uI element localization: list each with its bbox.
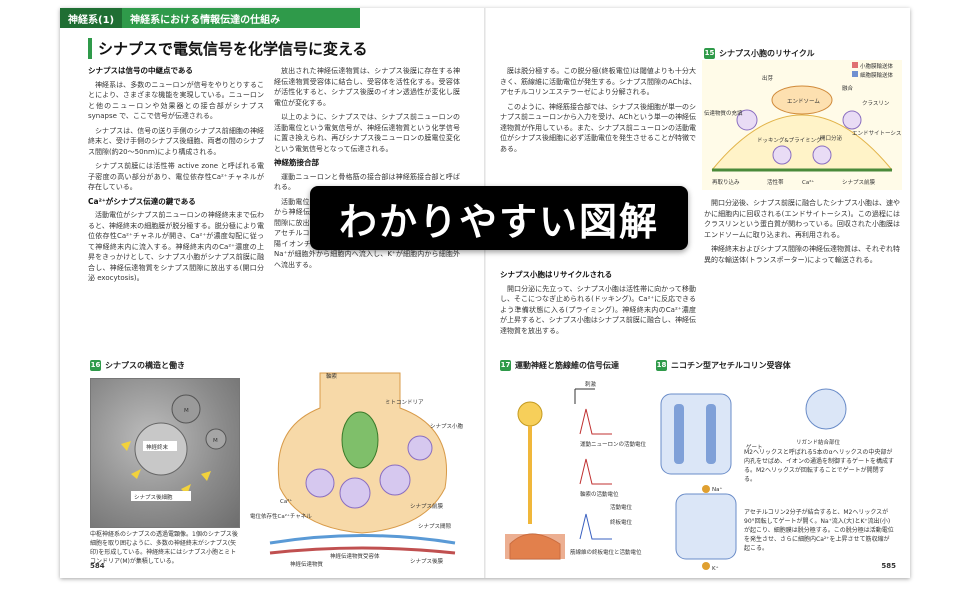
right-column-1: 膜は脱分極する。この脱分極(終板電位)は閾値よりも十分大きく、筋線維に活動電位が… [500,66,696,158]
figure-number: 16 [90,360,101,371]
diagram-label: 電位依存性Ca²⁺チャネル [250,512,312,520]
micro-label: M [213,438,218,444]
paragraph: 運動ニューロンと骨格筋の接合部は神経筋接合部と呼ばれる。 [274,172,460,192]
micrograph-overlay: M 神経終末 M シナプス後細胞 [121,394,227,501]
paragraph: 放出された神経伝達物質は、シナプス後膜に存在する神経伝達物質受容体に結合し、受容… [274,67,460,107]
receptor-diagram: リガンド結合部位 ゲート Na⁺ K⁺ [660,388,847,572]
recycle-label: 開口分泌 [820,134,843,142]
muscle-label: 軸索の活動電位 [580,490,619,498]
figure-title: 17 運動神経と筋線維の信号伝達 [500,360,619,371]
section-title: シナプスは信号の中継点である [88,66,193,75]
diagram-label: 神経伝達物質受容体 [330,552,380,560]
motor-neuron-diagram: 刺激 運動ニューロンの活動電位 軸索の活動電位 活動電位 終板電位 筋線維の終板… [505,380,647,560]
chapter-tag: 神経系(1) [60,8,123,28]
paragraph: 神経終末およびシナプス間隙の神経伝達物質は、それぞれ特異的な輸送体(トランスポー… [704,245,900,264]
recycle-label: 再取り込み [712,178,740,186]
diagram-label: シナプス間隙 [418,522,452,530]
right-page: 膜は脱分極する。この脱分極(終板電位)は閾値よりも十分大きく、筋線維に活動電位が… [486,8,910,578]
recycle-label: ドッキング&プライミング [757,136,822,144]
page-number-left: 584 [90,562,105,570]
paragraph: 膜は脱分極する。この脱分極(終板電位)は閾値よりも十分大きく、筋線維に活動電位が… [500,67,696,96]
muscle-label: 活動電位 [610,503,633,511]
receptor-caption-2: アセチルコリン2分子が結合すると、M2ヘリックスが90°回転してゲートが開く。N… [744,509,894,552]
receptor-label: Na⁺ [712,486,722,493]
left-page: 神経系(1) 神経系における情報伝達の仕組み シナプスで電気信号を化学信号に変え… [60,8,484,578]
recycle-label: シナプス前膜 [842,178,876,186]
recycle-label: 活性帯 [767,178,784,186]
receptor-label: ゲート [746,443,763,451]
recycle-label: 出芽 [762,74,774,82]
diagram-label: 軸索 [326,372,338,380]
receptor-label: K⁺ [712,565,719,572]
figure-title-text: 運動神経と筋線維の信号伝達 [515,361,619,370]
figure-number: 18 [656,360,667,371]
recycle-label: エンドソーム [787,98,820,105]
figure-title: 18 ニコチン型アセチルコリン受容体 [656,360,791,371]
micro-label: 神経終末 [146,443,169,451]
paragraph: シナプスは、信号の送り手側のシナプス前細胞の神経終末と、受け手側のシナプス後細胞… [88,126,264,156]
muscle-label: 筋線維の終板電位と活動電位 [570,548,642,556]
figure-number: 17 [500,360,511,371]
legend-label: 小胞膜輸送体 [860,62,894,70]
diagram-label: Ca²⁺ [280,498,292,505]
recycle-label: Ca²⁺ [802,179,814,186]
micro-label: シナプス後細胞 [134,493,173,501]
paragraph: 神経系は、多数のニューロンが信号をやりとりすることにより、さまざまな機能を実現し… [88,80,264,121]
gutter [484,8,486,578]
diagram-label: シナプス後膜 [410,557,444,565]
muscle-label: 運動ニューロンの活動電位 [580,440,647,448]
chapter-subtitle: 神経系における情報伝達の仕組み [130,14,281,26]
recycle-label: クラスリン [862,100,890,107]
muscle-label: 刺激 [585,380,597,388]
figure-title: 16 シナプスの構造と働き [90,360,185,371]
section-title: 神経筋接合部 [274,158,319,167]
recycle-label: エンドサイトーシス [852,130,901,137]
paragraph: 開口分泌に先立って、シナプス小胞は活性帯に向かって移動し、そこにつなぎ止められる… [500,284,696,335]
paragraph: 以上のように、シナプスでは、シナプス前ニューロンの活動電位という電気信号が、神経… [274,113,460,153]
figure-title: 15 シナプス小胞のリサイクル [704,48,815,59]
section-title: シナプス小胞はリサイクルされる [500,270,613,279]
muscle-label: 終板電位 [610,518,633,526]
chapter-bar: 神経系(1) 神経系における情報伝達の仕組み [60,8,360,28]
figure-caption: 中枢神経系のシナプスの透過電顕像。1個のシナプス後細胞を取り囲むように、多数の神… [90,531,238,565]
paragraph: 活動電位がシナプス前ニューロンの神経終末まで伝わると、神経終末の細胞膜が脱分極す… [88,211,264,282]
receptor-caption-1: M2ヘリックスと呼ばれる5本のαヘリックスの中央部が内孔をせばめ、イオンの通過を… [744,449,895,483]
recycle-label: 伝達物質の充填 [704,109,743,117]
diagram-label: ミトコンドリア [385,399,424,406]
figure-title-text: シナプス小胞のリサイクル [719,49,815,58]
micro-label: M [184,408,189,414]
recycle-label: 融合 [842,84,854,92]
receptor-label: リガンド結合部位 [796,438,841,446]
right-column-2: 開口分泌後、シナプス前膜に融合したシナプス小胞は、速やかに細胞内に回収される(エ… [704,198,900,269]
electron-micrograph: M 神経終末 M シナプス後細胞 [90,378,240,528]
promo-banner: わかりやすい図解 [310,186,688,250]
diagram-label: シナプス小胞 [430,422,464,430]
page-headline: シナプスで電気信号を化学信号に変える [88,38,368,59]
section-title: Ca²⁺がシナプス伝達の鍵である [88,196,196,206]
paragraph: 開口分泌後、シナプス前膜に融合したシナプス小胞は、速やかに細胞内に回収される(エ… [704,199,900,239]
paragraph: このように、神経筋接合部では、シナプス後細胞が単一のシナプス前ニューロンから入力… [500,102,696,153]
synapse-diagram: 軸索 ミトコンドリア シナプス小胞 シナプス前膜 シナプス間隙 シナプス後膜 電… [250,372,464,568]
figure-title-text: ニコチン型アセチルコリン受容体 [671,361,791,370]
vesicle-recycle-diagram: 小胞膜輸送体 細胞膜輸送体 出芽 エンドソーム 融合 クラスリン ドッキング&プ… [702,60,902,190]
legend-label: 細胞膜輸送体 [860,71,894,79]
diagram-label: 神経伝達物質 [290,560,324,568]
paragraph: シナプス前膜には活性帯 active zone と呼ばれる電子密度の高い部分があ… [88,162,264,191]
figure-title-text: シナプスの構造と働き [105,361,185,370]
diagram-label: シナプス前膜 [410,502,444,510]
book-spread: 神経系(1) 神経系における情報伝達の仕組み シナプスで電気信号を化学信号に変え… [60,8,910,578]
figure-number: 15 [704,48,715,59]
page-number-right: 585 [881,562,896,570]
right-column-1b: シナプス小胞はリサイクルされる 開口分泌に先立って、シナプス小胞は活性帯に向かっ… [500,270,696,340]
left-column-1: シナプスは信号の中継点である 神経系は、多数のニューロンが信号をやりとりすること… [88,66,264,288]
